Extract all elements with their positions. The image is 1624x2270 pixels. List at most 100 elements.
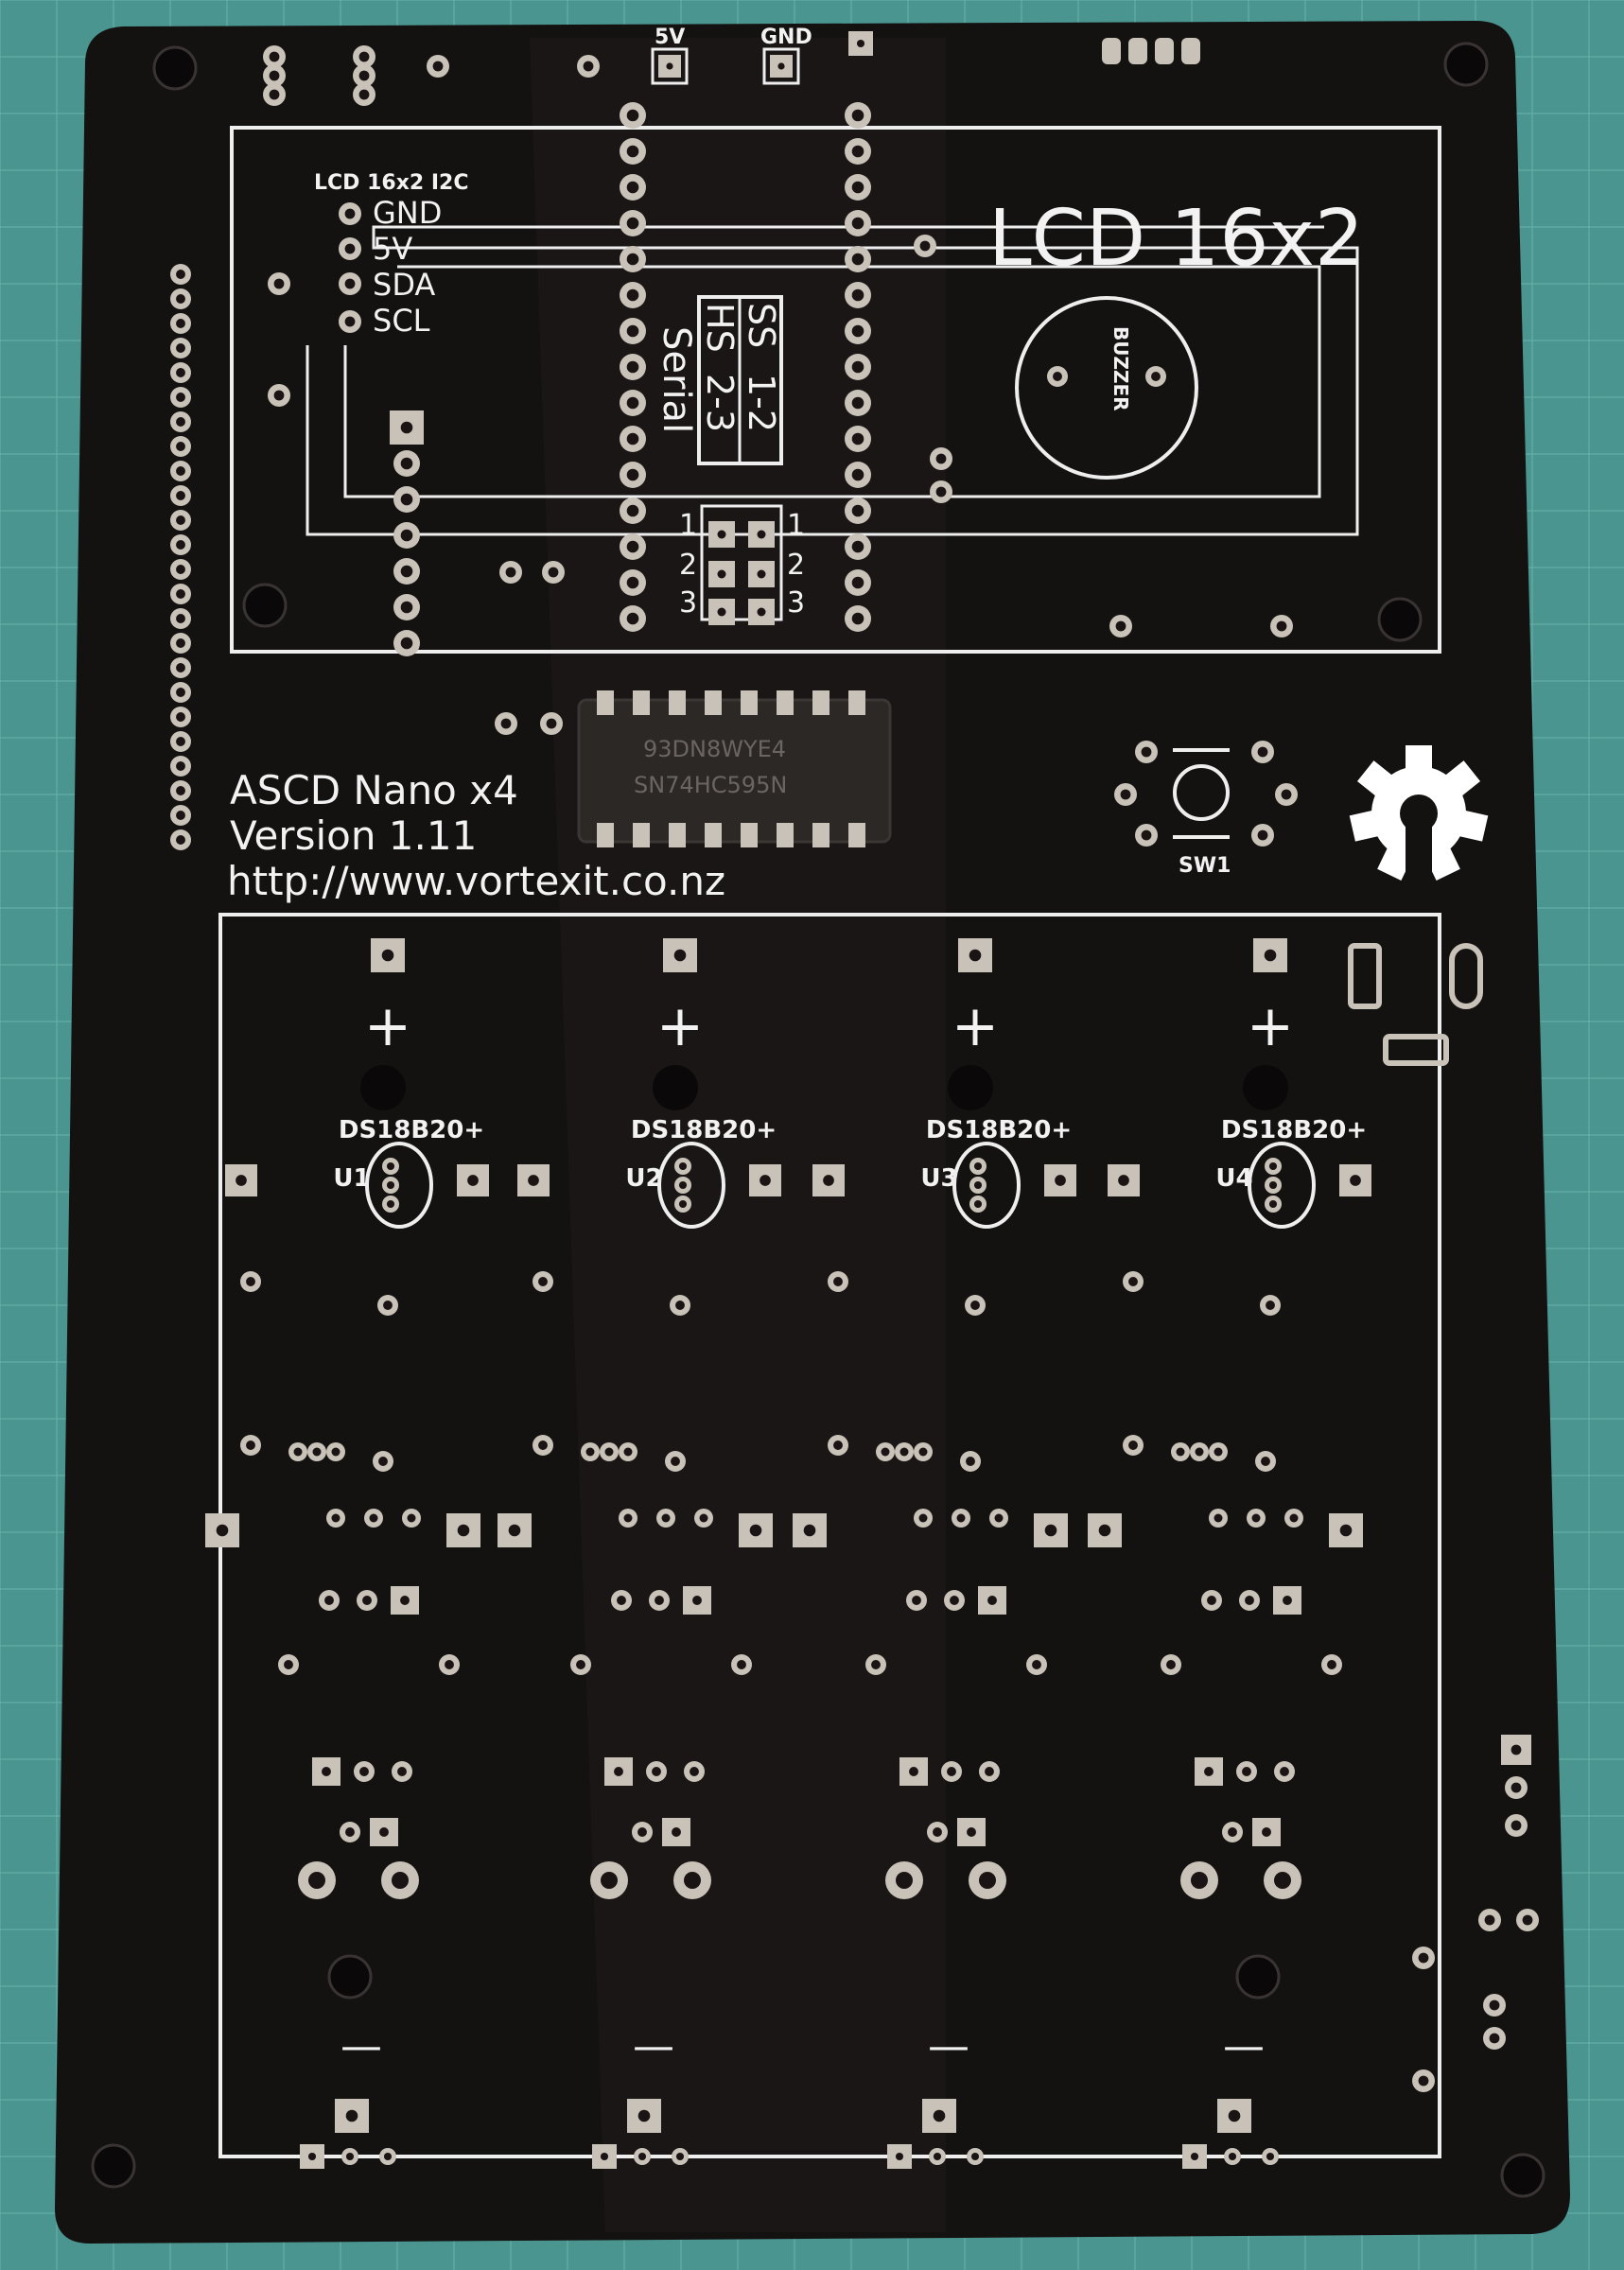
drill-hole [1261,1457,1270,1466]
drill-hole [407,1513,416,1523]
drill-hole [757,530,766,539]
drill-hole [322,1767,331,1776]
drill-hole [985,1767,994,1776]
drill-hole [1274,1872,1291,1889]
chip-pin [848,823,865,847]
drill-hole [538,1277,548,1286]
drill-hole [445,1660,454,1669]
jumper-pin-3-right: 3 [787,586,805,620]
drill-hole [1327,1660,1336,1669]
drill-hole [176,835,185,845]
drill-hole [1283,1596,1292,1605]
drill-hole [344,243,356,254]
jumper-ss-pins: 1-2 [741,374,782,432]
drill-hole [626,109,639,122]
chip-pin [812,690,829,715]
chip-pin [669,690,686,715]
drill-hole [1128,1441,1138,1450]
mounting-hole [327,1954,373,1999]
drill-hole [176,294,185,304]
drill-hole [1176,1447,1185,1457]
drill-hole [400,421,413,434]
sensor-outline [1248,1142,1316,1229]
chip-pin [597,823,614,847]
jumper-pin-3-left: 3 [679,586,697,620]
drill-hole [176,614,185,623]
drill-hole [400,637,413,650]
sensor-model-label: DS18B20+ [631,1116,777,1144]
drill-hole [856,39,865,48]
drill-hole [757,607,766,617]
drill-hole [666,62,673,70]
drill-hole [1268,1161,1278,1171]
drill-hole [1044,1524,1057,1537]
drill-hole [918,1513,928,1523]
drill-hole [176,565,185,574]
drill-hole [626,217,639,230]
drill-hole [1262,1827,1271,1837]
sensor-column-1: +DS18B20+U1— [333,993,484,2070]
sensor-ref-label: U2 [625,1164,662,1193]
drill-hole [176,761,185,771]
drill-hole [269,51,280,62]
drill-hole [345,1827,355,1837]
drill-hole [273,390,285,401]
drill-hole [400,601,413,614]
drill-hole [176,540,185,550]
drill-hole [935,486,947,498]
drill-hole [284,1660,293,1669]
pads [91,31,1545,2198]
drill-hole [576,1660,585,1669]
slot-pad [1449,943,1483,1009]
power-pad-5v [651,47,689,85]
i2c-pin-5v: 5V [373,231,412,267]
drill-hole [359,1767,369,1776]
drill-hole [1276,620,1287,632]
drill-hole [1281,789,1292,800]
drill-hole [601,1872,618,1889]
drill-hole [400,457,413,470]
drill-hole [1268,1180,1278,1190]
drill-hole [176,442,185,451]
drill-hole [1510,1820,1522,1831]
drill-hole [626,324,639,338]
board-title: ASCD Nano x4 [230,767,518,813]
chip-line-2: SN74HC595N [634,772,787,798]
drill-hole [344,208,356,219]
sensor-column-4: +DS18B20+U4— [1215,993,1367,2070]
drill-hole [637,1827,647,1837]
slot-pad [1348,943,1382,1009]
drill-hole [675,2152,685,2161]
drill-hole [626,468,639,481]
drill-hole [692,1596,702,1605]
drill-hole [626,576,639,589]
drill-hole [933,1827,942,1837]
drill-hole [400,1596,410,1605]
chip-pin [633,690,650,715]
drill-hole [386,1199,395,1209]
switch-label: SW1 [1179,854,1231,878]
drill-hole [757,569,766,579]
chip-pin [777,823,794,847]
drill-hole [1280,1767,1289,1776]
drill-hole [833,1277,843,1286]
jumper-hs: HS [699,303,741,353]
drill-hole [637,2152,647,2161]
led-pad [1128,38,1147,64]
drill-hole [969,949,982,962]
mounting-hole [948,1065,993,1110]
drill-hole [1166,1660,1176,1669]
drill-hole [760,1175,771,1186]
drill-hole [947,1767,956,1776]
drill-hole [1055,1175,1066,1186]
drill-hole [273,278,285,289]
drill-hole [1228,2152,1237,2161]
drill-hole [678,1161,688,1171]
drill-hole [369,1513,378,1523]
drill-hole [675,1301,685,1310]
power-pad-gnd [762,47,800,85]
drill-hole [1264,949,1277,962]
jumper-pin-1-left: 1 [679,509,697,542]
i2c-pin-sda: SDA [373,267,435,303]
drill-hole [358,51,370,62]
